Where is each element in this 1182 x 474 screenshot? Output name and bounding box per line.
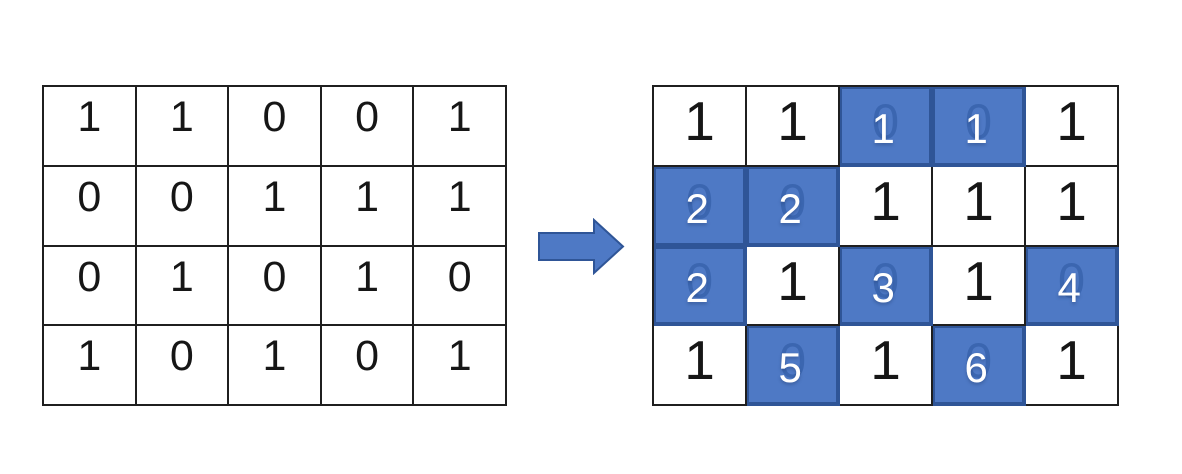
matrix-cell: 1 <box>44 326 137 406</box>
original-zero-watermark: 0 <box>778 175 807 229</box>
matrix-cell: 1 <box>933 166 1026 247</box>
cell-value: 1 <box>355 172 380 221</box>
region-label-value: 3 <box>871 264 895 312</box>
cell-value: 0 <box>262 252 287 301</box>
cell-value: 1 <box>262 332 287 381</box>
matrix-cell: 1 <box>654 326 747 406</box>
cell-value: 1 <box>963 169 994 232</box>
region-label-value: 2 <box>685 264 709 312</box>
matrix-cell: 1 <box>747 87 840 167</box>
original-zero-watermark: 0 <box>871 254 900 309</box>
cell-value: 0 <box>355 93 380 141</box>
matrix-cell: 0 <box>44 246 137 327</box>
matrix-cell: 1 <box>321 246 415 327</box>
original-zero-watermark: 0 <box>871 95 900 150</box>
matrix-cell: 1 <box>229 166 322 247</box>
cell-value: 1 <box>684 90 715 152</box>
cell-value: 1 <box>169 252 194 301</box>
matrix-cell: 1 <box>321 166 415 247</box>
matrix-cell: 1 <box>414 326 507 406</box>
cell-value: 0 <box>169 332 194 381</box>
region-label-value: 1 <box>964 104 988 152</box>
cell-value: 1 <box>447 93 472 141</box>
cell-value: 1 <box>1056 169 1087 232</box>
region-label-value: 2 <box>685 184 709 232</box>
cell-value: 1 <box>447 332 472 381</box>
matrix-cell: 1 <box>229 326 322 406</box>
original-zero-watermark: 0 <box>685 175 714 229</box>
cell-value: 0 <box>169 172 194 221</box>
original-zero-watermark: 0 <box>685 254 714 309</box>
cell-value: 0 <box>447 252 472 301</box>
matrix-cell: 1 <box>414 87 507 167</box>
matrix-cell: 1 <box>747 246 840 327</box>
matrix-cell: 1 <box>840 326 933 406</box>
cell-value: 0 <box>355 332 380 381</box>
matrix-cell: 1 <box>933 246 1026 327</box>
cell-value: 0 <box>77 252 102 301</box>
right-block-arrow-icon <box>538 218 625 275</box>
matrix-cell: 0 <box>229 246 322 327</box>
matrix-cell: 1 <box>840 166 933 247</box>
region-label-value: 5 <box>778 344 802 392</box>
cell-value: 1 <box>1056 329 1087 392</box>
region-label-value: 1 <box>871 104 895 152</box>
cell-value: 1 <box>169 93 194 141</box>
matrix-cell: 1 <box>1026 166 1119 247</box>
region-label-value: 6 <box>964 344 988 392</box>
cell-value: 1 <box>870 329 901 392</box>
original-zero-watermark: 0 <box>1057 254 1086 309</box>
matrix-cell: 0 <box>229 87 322 167</box>
original-zero-watermark: 0 <box>964 334 993 389</box>
matrix-cell: 1 <box>44 87 137 167</box>
matrix-cell: 1 <box>136 246 230 327</box>
cell-value: 1 <box>777 249 808 312</box>
matrix-cell: 1 <box>654 87 747 167</box>
cell-value: 1 <box>1056 90 1087 152</box>
cell-value: 1 <box>262 172 287 221</box>
cell-value: 1 <box>355 252 380 301</box>
matrix-cell: 1 <box>136 87 230 167</box>
matrix-cell: 0 <box>321 326 415 406</box>
region-label-value: 2 <box>778 184 802 232</box>
matrix-cell: 0 <box>44 166 137 247</box>
region-label-value: 4 <box>1057 264 1081 312</box>
matrix-cell: 1 <box>1026 87 1119 167</box>
matrix-cell: 1 <box>1026 326 1119 406</box>
cell-value: 1 <box>77 332 102 381</box>
matrix-cell: 0 <box>414 246 507 327</box>
matrix-cell: 1 <box>414 166 507 247</box>
cell-value: 0 <box>77 172 102 221</box>
matrix-cell: 0 <box>136 326 230 406</box>
matrix-cell: 0 <box>321 87 415 167</box>
cell-value: 1 <box>870 169 901 232</box>
cell-value: 1 <box>77 93 102 141</box>
input-binary-matrix: 1 1 0 0 1 0 0 1 1 1 0 1 0 1 0 1 0 1 0 1 <box>42 85 507 406</box>
original-zero-watermark: 0 <box>778 334 807 389</box>
cell-value: 0 <box>262 93 287 141</box>
cell-value: 1 <box>684 329 715 392</box>
matrix-cell: 0 <box>136 166 230 247</box>
cell-value: 1 <box>447 172 472 221</box>
cell-value: 1 <box>963 249 994 312</box>
cell-value: 1 <box>777 90 808 152</box>
original-zero-watermark: 0 <box>964 95 993 150</box>
